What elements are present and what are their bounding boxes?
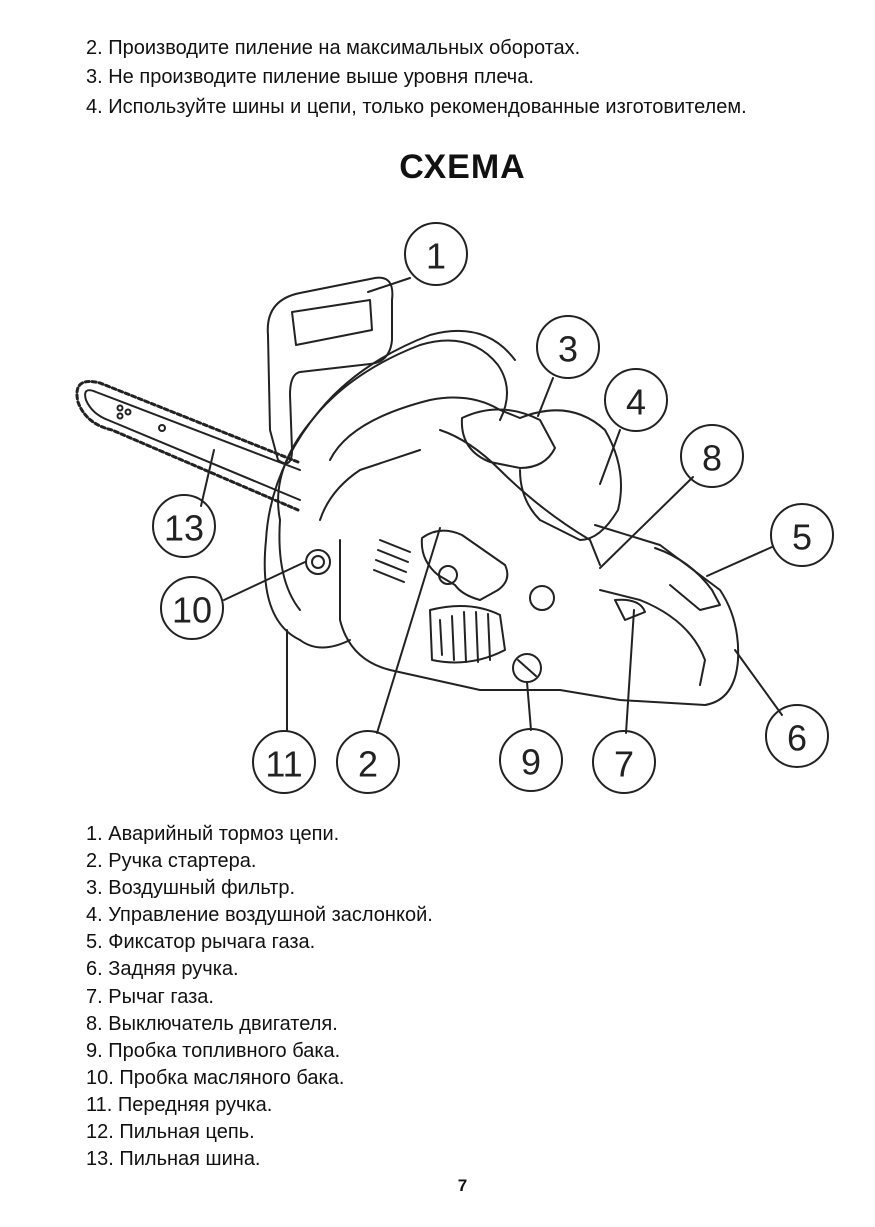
leader-6 bbox=[734, 649, 783, 716]
top-cover bbox=[519, 409, 623, 541]
guide-bar bbox=[84, 389, 301, 501]
leader-7 bbox=[625, 609, 635, 734]
oil-tank-cap bbox=[305, 549, 331, 575]
leader-9 bbox=[526, 681, 532, 731]
callout-label-13: 13 bbox=[164, 508, 204, 549]
chain-brake bbox=[266, 276, 394, 465]
leader-10 bbox=[223, 561, 306, 601]
callout-label-7: 7 bbox=[614, 744, 634, 785]
callout-label-4: 4 bbox=[626, 382, 646, 423]
section-heading: СХЕМА bbox=[399, 148, 526, 186]
leader-5 bbox=[706, 546, 773, 577]
leader-2 bbox=[376, 527, 441, 734]
parts-legend: 1. Аварийный тормоз цепи. 2. Ручка старт… bbox=[86, 822, 433, 1174]
legend-item: 5. Фиксатор рычага газа. bbox=[86, 931, 316, 954]
callout-circle-13 bbox=[152, 494, 216, 558]
callout-label-8: 8 bbox=[702, 438, 722, 479]
legend-item: 8. Выключатель двигателя. bbox=[86, 1012, 338, 1035]
callout-circle-11 bbox=[252, 730, 316, 794]
callout-label-6: 6 bbox=[787, 718, 807, 759]
leader-1 bbox=[367, 277, 411, 293]
front-handle bbox=[277, 339, 508, 521]
callout-label-2: 2 bbox=[358, 744, 378, 785]
callout-circle-2 bbox=[336, 730, 400, 794]
leader-3 bbox=[537, 377, 554, 417]
starter-handle bbox=[420, 529, 509, 601]
rear-handle bbox=[559, 524, 740, 706]
callout-circle-10 bbox=[160, 576, 224, 640]
legend-item: 11. Передняя ручка. bbox=[86, 1093, 273, 1116]
callout-circle-6 bbox=[765, 704, 829, 768]
callout-label-11: 11 bbox=[265, 744, 302, 785]
callout-label-3: 3 bbox=[558, 329, 578, 370]
legend-item: 12. Пильная цепь. bbox=[86, 1121, 255, 1144]
throttle-trigger bbox=[614, 598, 646, 621]
instruction-line-4: 4. Используйте шины и цепи, только реком… bbox=[86, 96, 747, 118]
throttle-lockout bbox=[654, 547, 721, 611]
legend-item: 2. Ручка стартера. bbox=[86, 850, 257, 873]
leader-4 bbox=[599, 429, 621, 485]
callout-label-10: 10 bbox=[172, 590, 212, 631]
leader-13 bbox=[200, 449, 215, 507]
air-filter-cover bbox=[460, 408, 556, 469]
legend-item: 3. Воздушный фильтр. bbox=[86, 877, 296, 900]
legend-item: 7. Рычаг газа. bbox=[86, 985, 214, 1008]
legend-item: 13. Пильная шина. bbox=[86, 1148, 261, 1171]
saw-chain bbox=[75, 380, 300, 512]
legend-item: 6. Задняя ручка. bbox=[86, 958, 239, 981]
legend-item: 4. Управление воздушной заслонкой. bbox=[86, 904, 433, 927]
callout-circle-3 bbox=[536, 315, 600, 379]
callout-label-9: 9 bbox=[521, 742, 541, 783]
instruction-line-2: 2. Производите пиление на максимальных о… bbox=[86, 37, 581, 59]
callout-circle-8 bbox=[680, 424, 744, 488]
starter-vents bbox=[429, 605, 506, 664]
engine-housing bbox=[329, 396, 521, 461]
legend-item: 1. Аварийный тормоз цепи. bbox=[86, 823, 340, 845]
callout-circle-7 bbox=[592, 730, 656, 794]
legend-item: 9. Пробка топливного бака. bbox=[86, 1039, 341, 1062]
legend-item: 10. Пробка масляного бака. bbox=[86, 1066, 345, 1089]
callout-circle-9 bbox=[499, 728, 563, 792]
callout-circle-5 bbox=[770, 503, 834, 567]
callout-label-1: 1 bbox=[426, 236, 446, 277]
callout-circle-4 bbox=[604, 368, 668, 432]
callout-circle-1 bbox=[404, 222, 468, 286]
instruction-line-3: 3. Не производите пиление выше уровня пл… bbox=[86, 66, 534, 88]
callout-label-5: 5 bbox=[792, 517, 812, 558]
leader-8 bbox=[599, 476, 694, 569]
page-number: 7 bbox=[457, 1176, 468, 1195]
